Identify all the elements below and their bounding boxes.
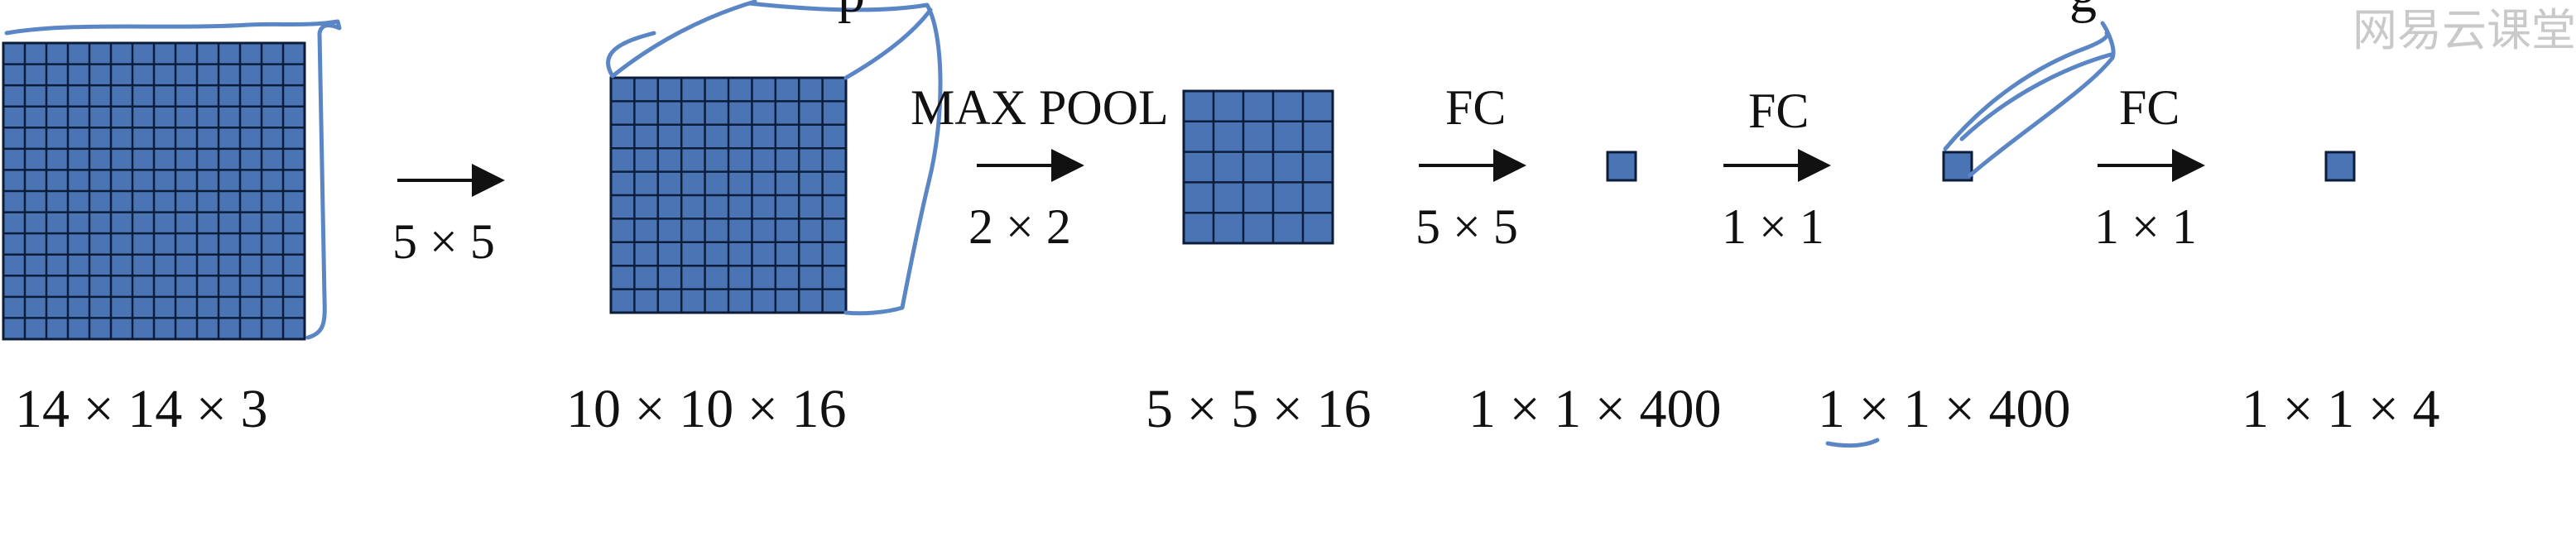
output-unit xyxy=(2324,151,2356,182)
fc1-unit xyxy=(1606,151,1637,182)
hand-annotations xyxy=(4,0,2116,448)
conv-volume xyxy=(609,76,848,314)
op-fc2-size: 1 × 1 xyxy=(1722,199,1824,254)
pool-grid-lines xyxy=(1184,91,1333,243)
dim-input: 14 × 14 × 3 xyxy=(15,379,268,439)
op-maxpool-size: 2 × 2 xyxy=(968,199,1071,254)
ink-conv-cube xyxy=(606,0,943,316)
op-maxpool-label: MAX POOL xyxy=(911,80,1169,135)
dim-pool: 5 × 5 × 16 xyxy=(1146,379,1372,439)
cut-glyph-right: g xyxy=(2069,0,2097,22)
op-fc2-label: FC xyxy=(1748,84,1809,138)
dim-conv: 10 × 10 × 16 xyxy=(566,379,847,439)
ink-input-depth xyxy=(4,19,342,340)
op-fc3-label: FC xyxy=(2119,80,2180,135)
dim-fc1: 1 × 1 × 400 xyxy=(1468,379,1722,439)
cut-glyph-left: p xyxy=(838,0,865,22)
pool-grid xyxy=(1182,89,1334,245)
pool-volume xyxy=(1182,89,1334,245)
fc2-unit xyxy=(1942,151,1973,182)
op-fc1-label: FC xyxy=(1445,80,1507,135)
input-grid-lines xyxy=(3,43,305,339)
op-fc3-size: 1 × 1 xyxy=(2094,199,2197,254)
input-volume xyxy=(2,41,306,341)
dim-fc2: 1 × 1 × 400 xyxy=(1818,379,2071,439)
op-conv-size: 5 × 5 xyxy=(392,214,495,269)
dim-output: 1 × 1 × 4 xyxy=(2242,379,2440,439)
ink-underline xyxy=(1825,438,1880,448)
conv-grid-lines xyxy=(611,78,846,313)
ink-fc2-perspective xyxy=(1943,21,2116,178)
op-fc1-size: 5 × 5 xyxy=(1415,199,1518,254)
watermark: 网易云课堂 xyxy=(2353,4,2576,56)
